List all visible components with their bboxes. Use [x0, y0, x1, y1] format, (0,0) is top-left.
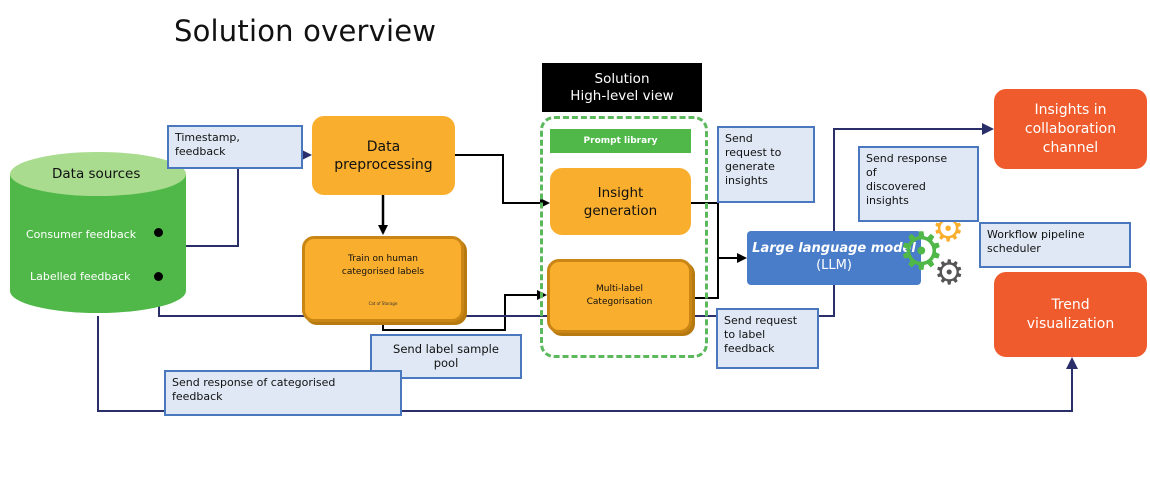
insights-channel-line2: collaboration: [1024, 120, 1117, 137]
gear-icon-gray: ⚙: [934, 253, 965, 293]
note-response-line3: discovered: [866, 180, 926, 193]
prompt-library[interactable]: Prompt library: [550, 129, 691, 153]
labelled-feedback-port: [154, 272, 163, 281]
train-line2: categorised labels: [341, 267, 425, 277]
note-generate-insights: Send request to generate insights: [717, 126, 815, 203]
note-label-request: Send request to label feedback: [716, 308, 819, 369]
wire-datasources-to-trend: [97, 316, 1078, 412]
llm-abbr: (LLM): [816, 258, 852, 273]
trend-line2: visualization: [1026, 315, 1115, 332]
trend-visualization-box[interactable]: Trend visualization: [994, 272, 1147, 357]
consumer-feedback-port: [154, 228, 163, 237]
highlevel-line1: Solution: [594, 71, 650, 87]
insights-channel-line3: channel: [1042, 139, 1099, 156]
consumer-feedback-label: Consumer feedback: [26, 228, 137, 241]
highlevel-header: Solution High-level view: [542, 63, 702, 112]
data-preprocessing-line1: Data: [366, 138, 401, 155]
labelled-feedback-label: Labelled feedback: [30, 270, 131, 283]
wire-llm-to-insights-channel: [833, 123, 994, 231]
note-generate-line1: Send: [725, 132, 753, 145]
note-sample-line1: Send label sample: [393, 342, 499, 356]
note-generate-line4: insights: [725, 174, 768, 187]
note-response-insights: Send response of discovered insights: [858, 146, 979, 222]
insight-generation-box[interactable]: Insight generation: [550, 168, 691, 235]
wire-insight-to-llm: [691, 202, 719, 299]
note-categorised-response: Send response of categorised feedback: [164, 370, 402, 416]
wire-train-to-multilabel: [382, 290, 547, 331]
insights-channel-line1: Insights in: [1034, 101, 1107, 118]
note-response-line4: insights: [866, 194, 909, 207]
note-categorised-line2: feedback: [172, 390, 223, 403]
insights-channel-box[interactable]: Insights in collaboration channel: [994, 89, 1147, 169]
note-workflow-line2: scheduler: [987, 242, 1041, 255]
insight-generation-line2: generation: [583, 202, 658, 219]
note-label-request-line1: Send request: [724, 314, 798, 327]
note-timestamp-line2: feedback: [175, 145, 226, 158]
page-title: Solution overview: [174, 14, 437, 48]
note-generate-line2: request to: [725, 146, 782, 159]
highlevel-line2: High-level view: [570, 88, 674, 104]
data-sources-cylinder: [10, 152, 186, 313]
multilabel-line1: Multi-label: [595, 284, 643, 294]
multilabel-line2: Categorisation: [586, 297, 653, 307]
data-sources-title: Data sources: [52, 166, 141, 182]
note-timestamp-line1: Timestamp,: [175, 131, 240, 144]
train-sub-label: Cat of Storage: [368, 301, 398, 306]
train-line1: Train on human: [348, 254, 418, 264]
train-box[interactable]: Train on human categorised labels Cat of…: [302, 236, 464, 322]
note-response-line2: of: [866, 166, 877, 179]
gear-icon-green: ⚙: [898, 222, 945, 282]
wire-preprocessing-to-insight: [455, 154, 550, 208]
note-response-line1: Send response: [866, 152, 948, 165]
data-preprocessing-line2: preprocessing: [334, 156, 433, 173]
note-workflow-scheduler: Workflow pipeline scheduler: [979, 222, 1131, 268]
highlevel-group: [540, 116, 708, 358]
note-label-request-line3: feedback: [724, 342, 775, 355]
llm-box[interactable]: Large language model (LLM): [747, 231, 921, 285]
multilabel-categorisation-box[interactable]: Multi-label Categorisation: [547, 259, 692, 333]
note-workflow-line1: Workflow pipeline: [987, 228, 1085, 241]
note-sample-line2: pool: [433, 356, 459, 370]
note-generate-line3: generate: [725, 160, 775, 173]
data-preprocessing-box[interactable]: Data preprocessing: [312, 116, 455, 195]
insight-generation-line1: Insight: [597, 184, 644, 201]
trend-line1: Trend: [1051, 296, 1090, 313]
note-categorised-line1: Send response of categorised: [172, 376, 336, 389]
llm-name: Large language model: [752, 241, 916, 256]
note-label-request-line2: to label: [724, 328, 766, 341]
note-timestamp-feedback: Timestamp, feedback: [167, 125, 303, 169]
